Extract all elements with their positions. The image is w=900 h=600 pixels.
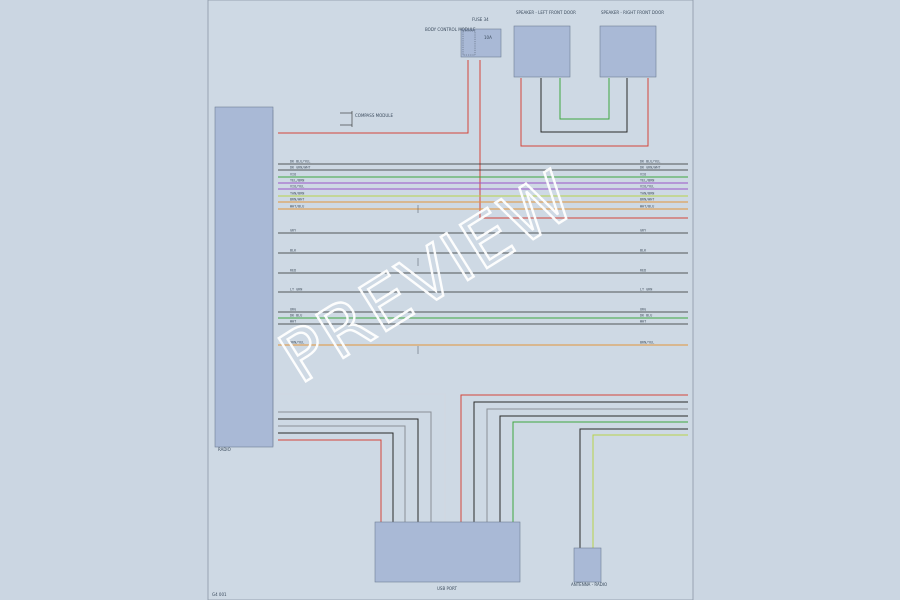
- wire-label-right-10: BLK: [640, 249, 647, 253]
- wire-label-right-5: VIO/YEL: [640, 185, 654, 189]
- usb-port-label: USB PORT: [437, 586, 458, 591]
- wire-label-right-15: WHT: [640, 320, 646, 324]
- left-speaker-label: SPEAKER - LEFT FRONT DOOR: [516, 10, 576, 15]
- wire-label-right-4: YEL/BRN: [640, 179, 654, 183]
- wire-label-4: YEL/BRN: [290, 179, 304, 183]
- usb-port-module: USB PORT: [374, 521, 521, 591]
- antenna-module: ANTENNA - RADIO: [571, 547, 607, 587]
- fuse-block: FUSE 34 BODY CONTROL MODULE 10A: [425, 17, 502, 58]
- diagram-page: [207, 0, 694, 600]
- wire-label-15: WHT: [290, 320, 296, 324]
- wire-label-14: DK BLU: [290, 314, 302, 318]
- right-door-speaker: SPEAKER - RIGHT FRONT DOOR: [599, 10, 664, 78]
- wire-label-8: WHT/BLU: [290, 205, 304, 209]
- wire-label-11: RED: [290, 269, 296, 273]
- wire-label-6: TAN/BRN: [290, 192, 304, 196]
- wire-label-right-16: BRN/YEL: [640, 341, 654, 345]
- wire-label-12: LT GRN: [290, 288, 302, 292]
- fuse-rating: 10A: [484, 35, 492, 40]
- wire-label-right-6: TAN/BRN: [640, 192, 654, 196]
- wire-label-right-13: ORG: [640, 308, 646, 312]
- wire-label-right-11: RED: [640, 269, 646, 273]
- head-unit-id: RADIO: [218, 447, 231, 452]
- horizontal-wire-bundle: DK BLU/YEL DK BLU/YEL DK GRN/WHT DK GRN/WHT…: [278, 160, 688, 354]
- wire-label-right-1: DK BLU/YEL: [640, 160, 660, 164]
- wire-label-3: VIO: [290, 173, 296, 177]
- wire-label-right-12: LT GRN: [640, 288, 652, 292]
- right-speaker-label: SPEAKER - RIGHT FRONT DOOR: [601, 10, 664, 15]
- footer-label: G4 001: [212, 592, 227, 597]
- wire-label-right-8: WHT/BLU: [640, 205, 654, 209]
- head-unit-module: RADIO: [214, 106, 274, 452]
- wire-label-right-14: DK BLU: [640, 314, 652, 318]
- wire-label-2: DK GRN/WHT: [290, 166, 310, 170]
- fuse-label: FUSE 34: [472, 17, 489, 22]
- wire-label-16: BRN/YEL: [290, 341, 304, 345]
- wire-label-right-3: VIO: [640, 173, 646, 177]
- bottom-wires: [278, 393, 688, 548]
- wire-label-9: GRY: [290, 229, 296, 233]
- top-wires: [278, 60, 688, 219]
- fuse-sub-label: BODY CONTROL MODULE: [425, 27, 476, 32]
- wire-label-1: DK BLU/YEL: [290, 160, 310, 164]
- wire-label-13: ORG: [290, 308, 296, 312]
- wire-label-7: BRN/WHT: [290, 198, 304, 202]
- wire-label-right-7: BRN/WHT: [640, 198, 654, 202]
- wire-label-right-9: GRY: [640, 229, 646, 233]
- left-door-speaker: SPEAKER - LEFT FRONT DOOR: [513, 10, 576, 78]
- wire-label-10: BLK: [290, 249, 297, 253]
- wire-label-5: VIO/YEL: [290, 185, 304, 189]
- wire-label-right-2: DK GRN/WHT: [640, 166, 660, 170]
- antenna-label: ANTENNA - RADIO: [571, 582, 607, 587]
- compass-label: COMPASS MODULE: [355, 113, 393, 118]
- compass-module: COMPASS MODULE: [340, 111, 393, 127]
